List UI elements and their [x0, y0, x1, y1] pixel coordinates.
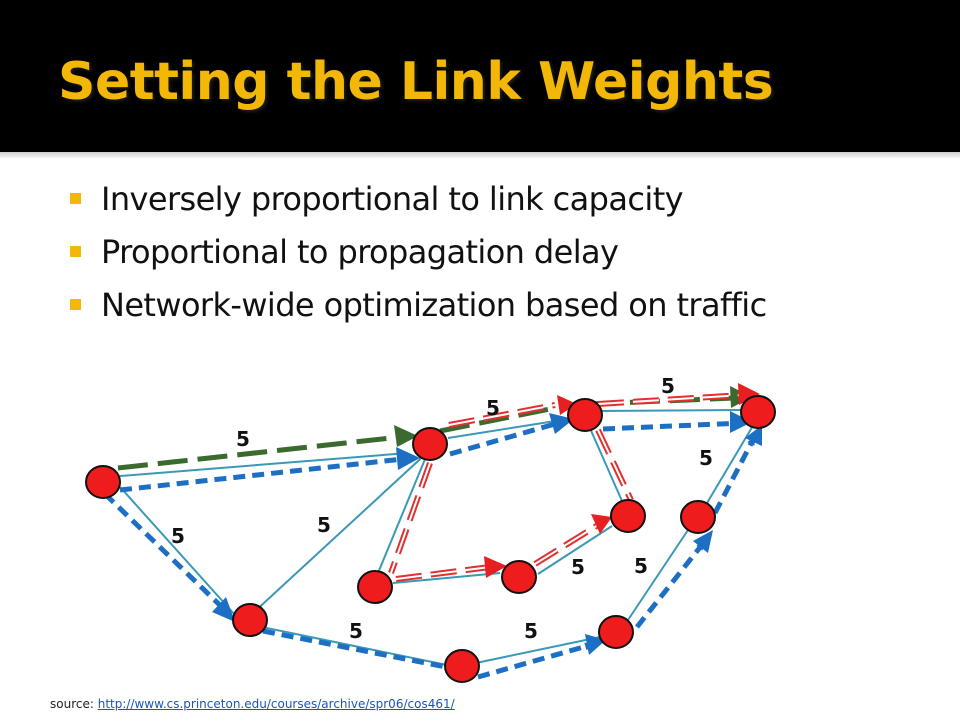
path-segment — [117, 434, 401, 471]
bullet-text: Inversely proportional to link capacity — [101, 179, 684, 218]
link — [627, 526, 691, 621]
bullet-text: Network-wide optimization based on traff… — [101, 285, 767, 324]
source-prefix: source: — [50, 697, 98, 711]
link — [588, 425, 623, 502]
link-weight-label: 5 — [236, 427, 250, 451]
bullet-item: Inversely proportional to link capacity — [70, 172, 767, 225]
link — [706, 423, 755, 504]
path-segment — [119, 455, 413, 493]
link-weight-label: 5 — [486, 396, 500, 420]
link-weight-label: 5 — [317, 513, 331, 537]
router-node — [357, 570, 393, 604]
arrowhead-icon — [396, 447, 420, 470]
link — [119, 486, 236, 616]
source-citation: source: http://www.cs.princeton.edu/cour… — [50, 697, 455, 711]
link-weight-label: 5 — [661, 374, 675, 398]
arrowhead-icon — [212, 597, 235, 622]
link-weight-label: 5 — [171, 524, 185, 548]
link — [475, 636, 601, 664]
bullet-item: Proportional to propagation delay — [70, 225, 767, 278]
arrowhead-icon — [394, 425, 418, 447]
red-dashed-path — [388, 392, 743, 582]
router-node — [444, 649, 480, 683]
link-weight-label: 5 — [571, 555, 585, 579]
link — [377, 451, 429, 574]
bullet-list: Inversely proportional to link capacity … — [70, 172, 767, 331]
link — [447, 418, 569, 439]
arrowhead-icon — [745, 425, 762, 446]
router-node — [232, 603, 268, 637]
link-weight-label: 5 — [699, 446, 713, 470]
router-node — [412, 427, 448, 461]
router-node — [501, 560, 537, 594]
network-nodes — [85, 395, 776, 683]
arrowhead-icon — [484, 556, 507, 578]
link-weight-label: 5 — [349, 619, 363, 643]
arrowhead-icon — [738, 383, 760, 405]
link — [537, 525, 613, 575]
link-weight-label: 5 — [634, 554, 648, 578]
arrowhead-icon — [557, 395, 577, 415]
path-segment — [103, 492, 229, 614]
router-node — [740, 395, 776, 429]
source-link[interactable]: http://www.cs.princeton.edu/courses/arch… — [97, 697, 455, 711]
weight-labels: 5 5 5 5 5 5 5 5 5 5 5 — [171, 374, 713, 643]
path-segment — [449, 419, 563, 457]
bullet-item: Network-wide optimization based on traff… — [70, 278, 767, 331]
blue-dashed-path — [103, 419, 758, 680]
router-node — [610, 499, 646, 533]
link — [594, 409, 742, 412]
title-divider — [0, 152, 960, 158]
path-segment — [477, 641, 595, 680]
link — [119, 452, 409, 477]
slide-title: Setting the Link Weights — [58, 52, 774, 112]
path-segment — [602, 419, 743, 432]
router-node — [598, 615, 634, 649]
arrowhead-icon — [591, 514, 612, 534]
link — [251, 449, 431, 615]
router-node — [85, 465, 121, 499]
path-segment — [712, 434, 758, 515]
bullet-square-icon — [70, 193, 81, 204]
arrowhead-icon — [693, 530, 713, 553]
link — [392, 572, 501, 584]
arrowhead-icon — [730, 411, 752, 433]
path-segment — [439, 405, 556, 434]
router-node — [680, 500, 716, 534]
bullet-square-icon — [70, 246, 81, 257]
bullet-text: Proportional to propagation delay — [101, 232, 619, 271]
title-bar — [0, 0, 960, 152]
bullet-square-icon — [70, 299, 81, 310]
red-arrowheads — [484, 383, 760, 578]
router-node — [567, 398, 603, 432]
link-weight-label: 5 — [524, 619, 538, 643]
path-segment — [262, 628, 452, 671]
